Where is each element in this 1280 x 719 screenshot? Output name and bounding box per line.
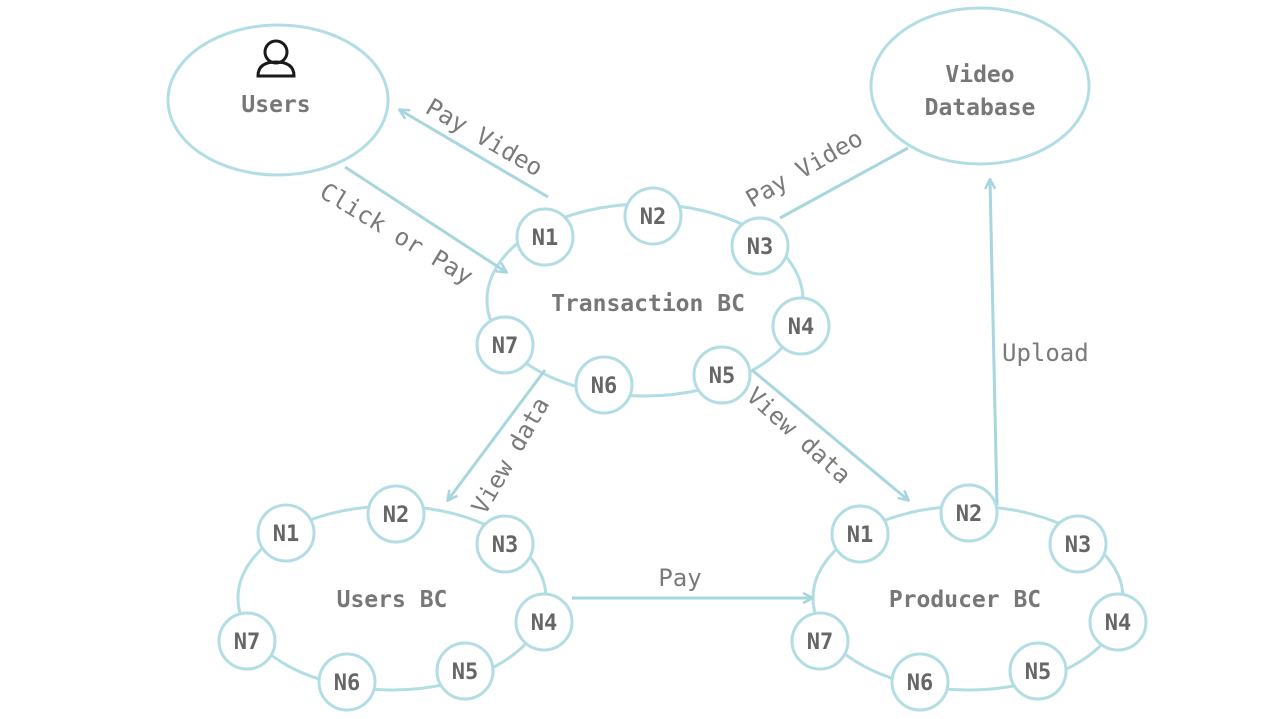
edge-label-pay-video-db: Pay Video (741, 124, 868, 213)
transaction-node-6: N6 (574, 355, 634, 415)
svg-text:N3: N3 (1065, 533, 1092, 558)
users-node-4: N4 (514, 592, 574, 652)
transaction-bc-nodes: N1 N2 N3 N4 N5 N6 N7 (475, 186, 831, 415)
svg-text:N5: N5 (1025, 660, 1052, 685)
edge-upload (990, 180, 999, 506)
producer-node-3: N3 (1048, 514, 1108, 574)
svg-text:N1: N1 (847, 523, 874, 548)
edge-label-pay: Pay (658, 564, 701, 592)
edge-view-data-left (448, 369, 547, 500)
video-db-label-line1: Video (945, 62, 1014, 88)
edge-view-data-right (751, 368, 908, 500)
users-bc-nodes: N1 N2 N3 N4 N5 N6 N7 (217, 484, 574, 712)
users-label: Users (241, 92, 310, 118)
svg-text:N1: N1 (532, 226, 559, 251)
users-node-5: N5 (435, 641, 495, 701)
edge-label-pay-video-users: Pay Video (421, 93, 548, 182)
svg-text:N6: N6 (334, 671, 361, 696)
users-entity: Users (166, 23, 390, 177)
producer-bc-title: Producer BC (889, 587, 1041, 613)
users-bc-title: Users BC (337, 587, 448, 613)
producer-node-5: N5 (1008, 641, 1068, 701)
edge-click-or-pay (344, 165, 506, 272)
users-node-6: N6 (317, 652, 377, 712)
transaction-node-7: N7 (475, 315, 535, 375)
video-db-label-line2: Database (925, 95, 1036, 121)
svg-text:N2: N2 (383, 503, 410, 528)
producer-node-7: N7 (790, 611, 850, 671)
svg-text:N1: N1 (273, 522, 300, 547)
users-node-7: N7 (217, 611, 277, 671)
svg-text:N5: N5 (452, 660, 479, 685)
svg-text:N5: N5 (709, 364, 736, 389)
producer-node-6: N6 (890, 652, 950, 712)
producer-node-4: N4 (1088, 592, 1148, 652)
video-database-entity: Video Database (869, 6, 1091, 166)
producer-bc-nodes: N1 N2 N3 N4 N5 N6 N7 (790, 483, 1148, 712)
edge-pay-video-to-db (779, 146, 909, 220)
users-node-3: N3 (475, 514, 535, 574)
svg-text:N3: N3 (747, 235, 774, 260)
transaction-node-4: N4 (771, 296, 831, 356)
producer-node-2: N2 (939, 483, 999, 543)
transaction-bc-title: Transaction BC (551, 291, 745, 317)
svg-text:N7: N7 (234, 630, 261, 655)
svg-text:N2: N2 (640, 205, 667, 230)
svg-text:N3: N3 (492, 533, 519, 558)
svg-text:N6: N6 (907, 671, 934, 696)
transaction-node-1: N1 (515, 207, 575, 267)
users-node-1: N1 (256, 503, 316, 563)
svg-text:N4: N4 (788, 315, 815, 340)
edge-label-view-data-right: View data (741, 382, 856, 490)
users-node-2: N2 (366, 484, 426, 544)
svg-text:N6: N6 (591, 374, 618, 399)
transaction-node-2: N2 (623, 186, 683, 246)
svg-text:N4: N4 (531, 611, 558, 636)
svg-text:N7: N7 (492, 334, 519, 359)
svg-text:N4: N4 (1105, 611, 1132, 636)
svg-text:N2: N2 (956, 502, 983, 527)
producer-node-1: N1 (830, 504, 890, 564)
edge-label-upload: Upload (1002, 339, 1089, 367)
transaction-node-3: N3 (730, 216, 790, 276)
edge-label-click-or-pay: Click or Pay (315, 177, 478, 290)
transaction-node-5: N5 (692, 345, 752, 405)
svg-text:N7: N7 (807, 630, 834, 655)
user-icon (256, 39, 296, 78)
edge-pay-video-to-users (400, 110, 549, 199)
